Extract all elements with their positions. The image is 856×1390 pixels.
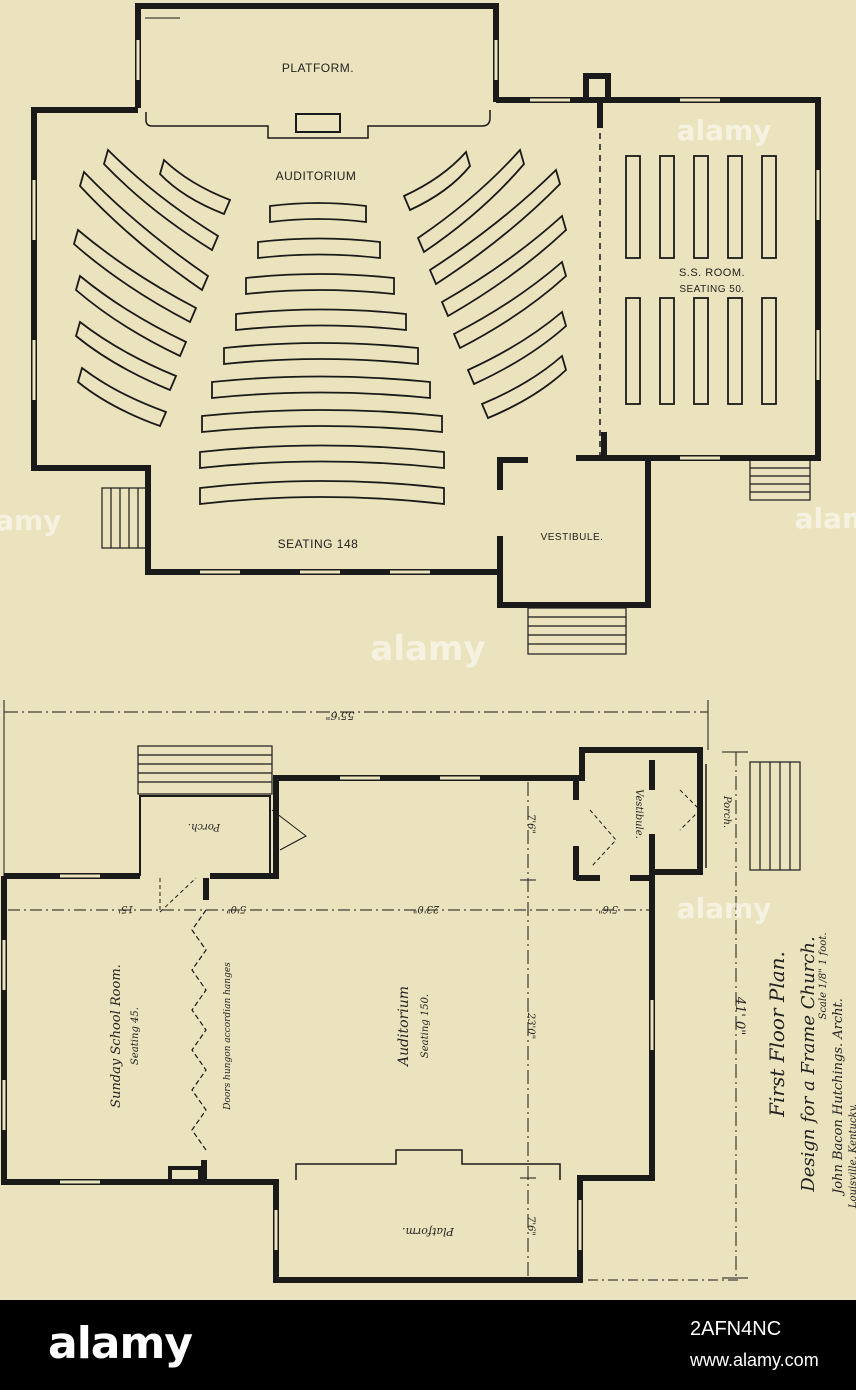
ss-room-label: S.S. ROOM. bbox=[679, 267, 745, 279]
center-pew bbox=[235, 308, 407, 332]
left-porch-steps bbox=[137, 745, 273, 795]
caption-location: Louisville. Kentucky. bbox=[848, 1104, 856, 1209]
sunday-school-label: Sunday School Room. bbox=[109, 964, 124, 1108]
caption-design: Design for a Frame Church. bbox=[798, 936, 819, 1192]
dim-15: 15' bbox=[118, 903, 133, 914]
right-pew bbox=[452, 260, 568, 350]
caption-title: First Floor Plan. bbox=[765, 951, 789, 1118]
left-pew bbox=[78, 170, 210, 292]
watermarks: alamy alamy alamy alamy alamy bbox=[0, 114, 856, 925]
watermark-right-edge: alamy bbox=[795, 502, 856, 535]
center-pew bbox=[199, 444, 445, 470]
caption-architect: John Bacon Hutchings. Archt. bbox=[831, 998, 846, 1197]
upper-plan bbox=[31, 3, 821, 655]
platform-label: PLATFORM. bbox=[282, 61, 354, 75]
front-steps bbox=[527, 607, 627, 655]
right-pew bbox=[440, 214, 568, 318]
left-pew bbox=[74, 320, 178, 392]
floor-plans-drawing: PLATFORM. AUDITORIUM S.S. ROOM. SEATING … bbox=[0, 3, 856, 1283]
overall-width-dim: 55'6" bbox=[325, 709, 354, 722]
left-pew bbox=[158, 158, 232, 216]
upper-auditorium-wall bbox=[31, 97, 821, 608]
sunday-school-seating: Seating 45. bbox=[130, 1007, 141, 1065]
lower-platform bbox=[295, 1149, 561, 1180]
vestibule-walls bbox=[497, 457, 528, 490]
pulpit bbox=[295, 113, 341, 133]
doors-note: Doors hungon accordian hanges bbox=[223, 962, 233, 1111]
dim-7-bottom: 7'6" bbox=[525, 1216, 536, 1236]
accordion-doors bbox=[191, 909, 207, 1151]
watermark-top-right: alamy bbox=[677, 114, 772, 147]
watermark-left: alamy bbox=[0, 504, 61, 537]
ss-room-benches bbox=[625, 155, 777, 405]
upper-plan-labels: PLATFORM. AUDITORIUM S.S. ROOM. SEATING … bbox=[276, 61, 745, 551]
drawing-caption: First Floor Plan. Design for a Frame Chu… bbox=[765, 932, 856, 1209]
right-pew bbox=[428, 168, 562, 286]
lower-platform-label: Platform. bbox=[402, 1225, 455, 1238]
dimension-lines bbox=[3, 700, 748, 1281]
ss-room-seating-label: SEATING 50. bbox=[679, 284, 744, 295]
vestibule-label-lower: Vestibule. bbox=[633, 789, 644, 839]
left-porch bbox=[139, 795, 271, 876]
left-pew bbox=[102, 148, 220, 252]
left-pew bbox=[74, 274, 188, 358]
left-porch-label: Porch. bbox=[188, 821, 221, 832]
auditorium-label: AUDITORIUM bbox=[276, 169, 357, 183]
site-link[interactable]: www.alamy.com bbox=[690, 1350, 819, 1370]
center-pew bbox=[269, 202, 367, 224]
stock-footer-bar bbox=[0, 1300, 856, 1390]
upper-platform-wall bbox=[135, 3, 499, 108]
vestibule-label: VESTIBULE. bbox=[541, 532, 604, 543]
right-steps bbox=[749, 459, 811, 501]
watermark-mid-right: alamy bbox=[677, 892, 772, 925]
left-pew bbox=[72, 228, 198, 324]
center-pew bbox=[257, 237, 381, 260]
floor-plan-sheet: PLATFORM. AUDITORIUM S.S. ROOM. SEATING … bbox=[0, 3, 856, 1283]
watermark-center: alamy bbox=[370, 629, 485, 669]
right-pew bbox=[480, 354, 568, 420]
chimney bbox=[583, 73, 611, 103]
caption-scale: Scale 1/8" 1 foot. bbox=[818, 932, 829, 1019]
dim-5-left: 5'0" bbox=[226, 903, 246, 914]
lower-plan bbox=[1, 700, 801, 1283]
lower-outer-wall bbox=[1, 876, 655, 1283]
auditorium-seating: Seating 150. bbox=[420, 994, 431, 1058]
center-pew bbox=[211, 375, 431, 399]
platform-edge bbox=[145, 110, 491, 139]
alamy-logo[interactable]: alamy bbox=[48, 1318, 193, 1369]
dim-23-horizontal: 23'0" bbox=[413, 903, 440, 914]
center-pew bbox=[201, 409, 443, 433]
center-pew bbox=[223, 342, 419, 365]
overall-depth-dim: 41' 0" bbox=[732, 996, 747, 1036]
right-porch-label: Porch. bbox=[721, 795, 732, 828]
right-porch-steps bbox=[749, 761, 801, 871]
auditorium-pews bbox=[72, 148, 568, 506]
image-id: 2AFN4NC bbox=[690, 1318, 782, 1340]
dim-23-vertical: 23'0" bbox=[525, 1012, 536, 1039]
auditorium-label-lower: Auditorium bbox=[396, 986, 412, 1068]
lower-plan-labels: 55'6" Porch. Porch. Vestibule. Sunday Sc… bbox=[109, 709, 747, 1238]
right-pew bbox=[402, 150, 471, 212]
left-pew bbox=[76, 366, 168, 428]
right-pew bbox=[466, 310, 568, 386]
dim-5-right: 5'6" bbox=[598, 903, 618, 914]
seating-label: SEATING 148 bbox=[278, 537, 359, 551]
left-steps bbox=[101, 487, 147, 549]
right-pew bbox=[416, 148, 525, 254]
dim-7-top: 7'6" bbox=[525, 814, 536, 834]
center-pew bbox=[245, 273, 395, 296]
center-pew bbox=[199, 480, 445, 506]
